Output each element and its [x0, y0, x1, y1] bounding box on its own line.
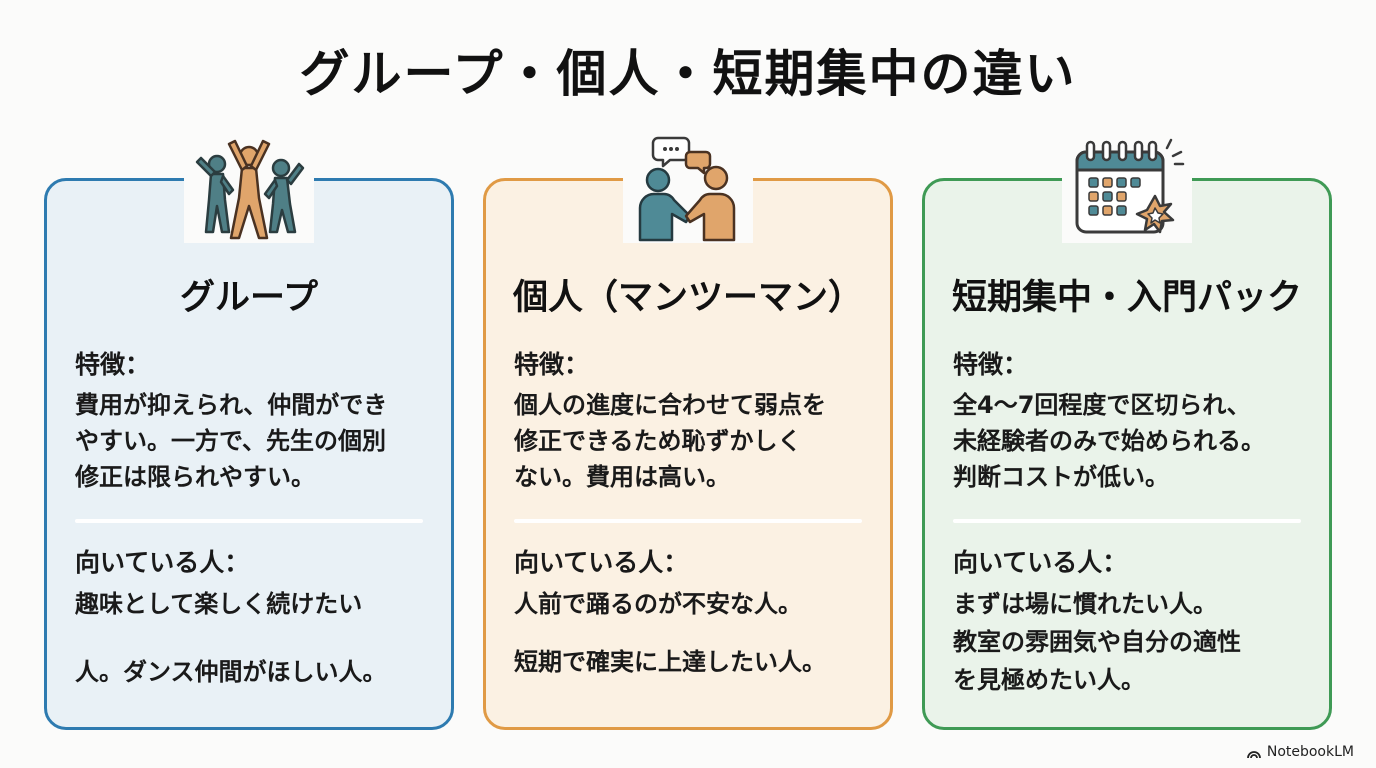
calendar-star-icon — [1062, 133, 1192, 243]
card-title: グループ — [180, 278, 318, 318]
feature-line: 未経験者のみで始められる。 — [953, 427, 1265, 455]
suitable-line: まずは場に慣れたい人。 — [953, 590, 1217, 618]
feature-line: ない。費用は高い。 — [514, 463, 730, 491]
feature-line: 全4〜7回程度で区切られ、 — [953, 391, 1251, 419]
card-individual: 個人（マンツーマン） 特徴： 個人の進度に合わせて弱点を 修正できるため恥ずかし… — [483, 133, 893, 730]
suitable-text: まずは場に慣れたい人。 教室の雰囲気や自分の適性 を見極めたい人。 — [953, 585, 1309, 699]
suitable-label: 向いている人： — [75, 548, 250, 577]
suitable-line: 人。ダンス仲間がほしい人。 — [75, 658, 387, 686]
feature-text: 個人の進度に合わせて弱点を 修正できるため恥ずかしく ない。費用は高い。 — [514, 387, 870, 495]
feature-line: 個人の進度に合わせて弱点を — [514, 391, 826, 419]
suitable-line: 人前で踊るのが不安な人。 — [514, 590, 802, 618]
card-group: グループ 特徴： 費用が抑えられ、仲間ができ やすい。一方で、先生の個別 修正は… — [44, 133, 454, 730]
card-short-intensive: 短期集中・入門パック 特徴： 全4〜7回程度で区切られ、 未経験者のみで始められ… — [922, 133, 1332, 730]
feature-label: 特徴： — [75, 350, 151, 379]
suitable-line: を見極めたい人。 — [953, 666, 1145, 694]
suitable-label: 向いている人： — [514, 548, 689, 577]
page-title: グループ・個人・短期集中の違い — [299, 45, 1077, 103]
suitable-line: 短期で確実に上達したい人。 — [514, 648, 826, 676]
feature-line: やすい。一方で、先生の個別 — [75, 427, 387, 455]
notebooklm-logo-icon — [1246, 747, 1261, 759]
feature-line: 判断コストが低い。 — [953, 463, 1169, 491]
brand-watermark: NotebookLM — [1246, 744, 1354, 760]
feature-label: 特徴： — [514, 350, 590, 379]
suitable-text: 人前で踊るのが不安な人。 短期で確実に上達したい人。 — [514, 585, 870, 681]
divider — [514, 519, 862, 523]
suitable-label: 向いている人： — [953, 548, 1128, 577]
feature-text: 費用が抑えられ、仲間ができ やすい。一方で、先生の個別 修正は限られやすい。 — [75, 387, 431, 495]
suitable-text: 趣味として楽しく続けたい 人。ダンス仲間がほしい人。 — [75, 585, 431, 691]
feature-line: 修正は限られやすい。 — [75, 463, 315, 491]
suitable-line: 教室の雰囲気や自分の適性 — [953, 628, 1241, 656]
brand-name: NotebookLM — [1266, 744, 1354, 760]
feature-text: 全4〜7回程度で区切られ、 未経験者のみで始められる。 判断コストが低い。 — [953, 387, 1309, 495]
divider — [953, 519, 1301, 523]
suitable-line: 趣味として楽しく続けたい — [75, 590, 363, 618]
feature-line: 費用が抑えられ、仲間ができ — [75, 391, 388, 419]
card-title: 個人（マンツーマン） — [512, 278, 863, 318]
dancing-people-icon — [184, 133, 314, 243]
feature-line: 修正できるため恥ずかしく — [514, 427, 802, 455]
handshake-chat-icon — [623, 133, 753, 243]
divider — [75, 519, 423, 523]
card-title: 短期集中・入門パック — [951, 278, 1302, 318]
feature-label: 特徴： — [953, 350, 1029, 379]
